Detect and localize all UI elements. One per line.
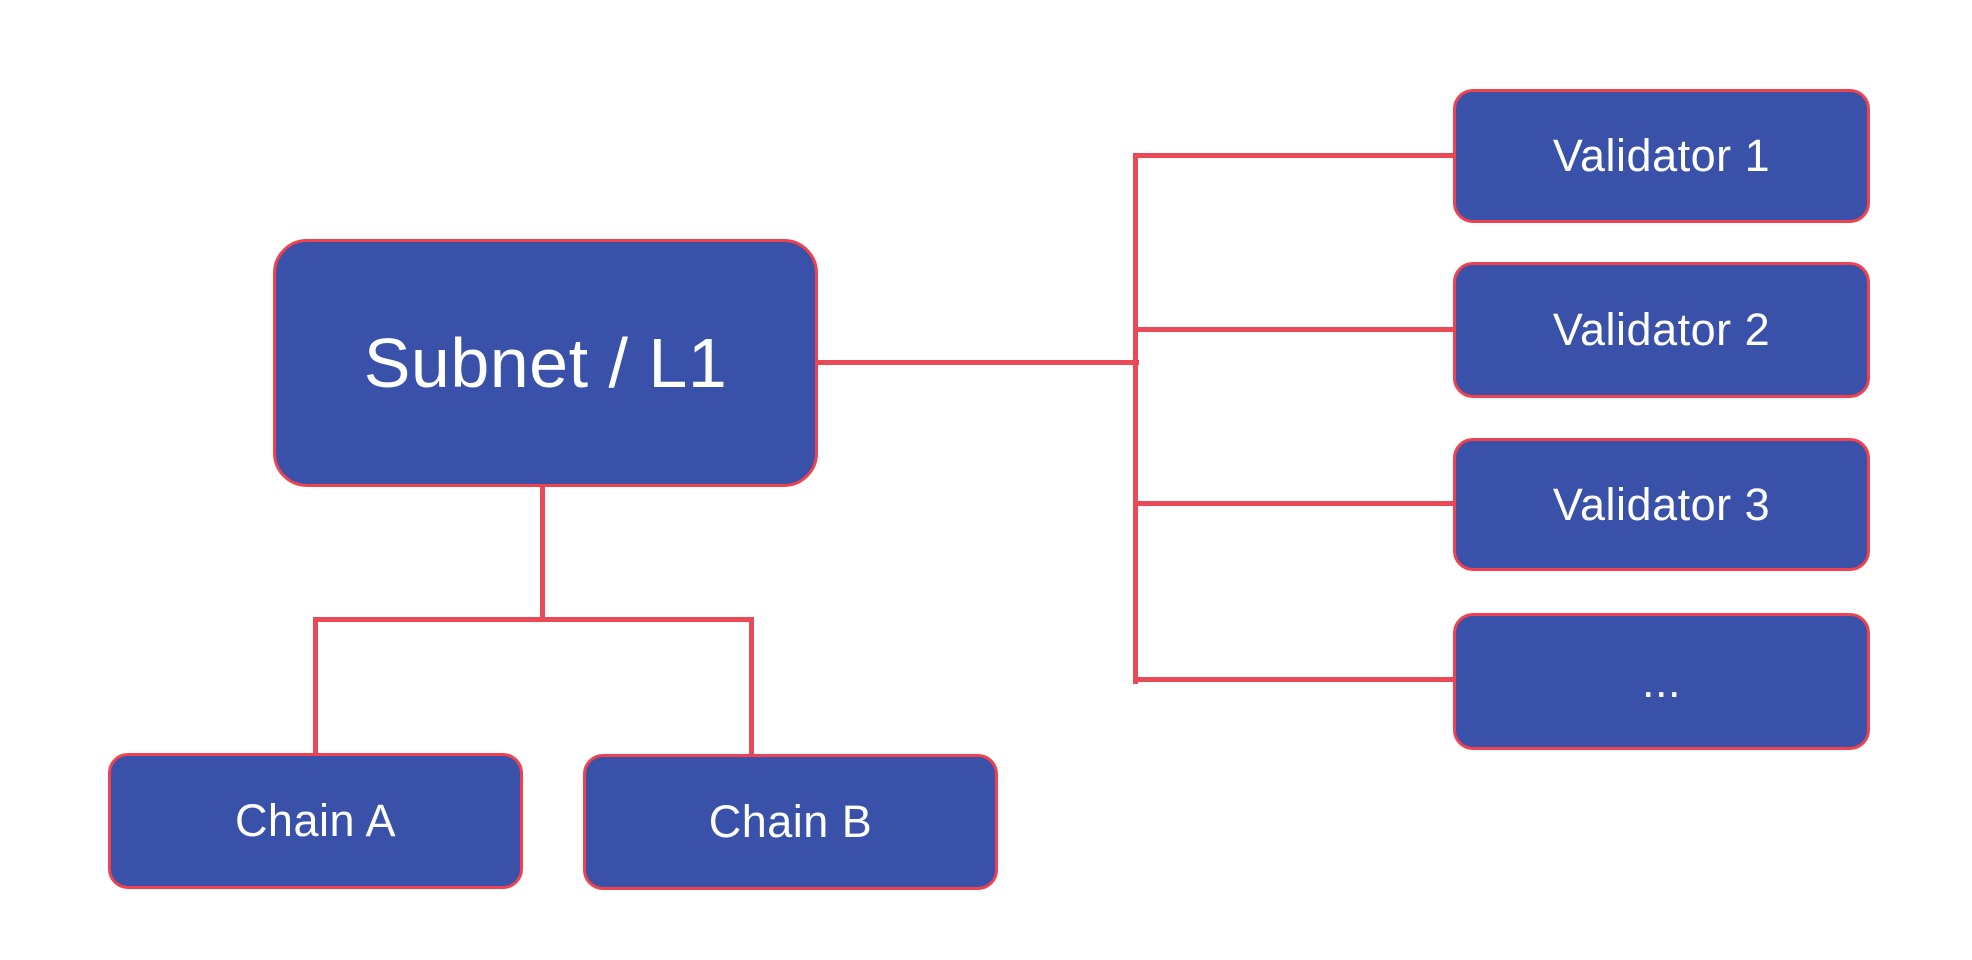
edge-to-chain-a [313,617,318,755]
subnet-l1-node: Subnet / L1 [273,239,818,487]
edge-subnet-stem [540,485,545,622]
edge-to-chain-b [749,617,754,756]
chain-b-label: Chain B [708,796,873,847]
validator-3-node: Validator 3 [1453,438,1870,571]
edge-trunk-to-more-validators [1133,677,1453,682]
validator-3-label: Validator 3 [1552,478,1771,530]
validator-2-label: Validator 2 [1552,304,1771,355]
edge-subnet-to-validator-trunk [816,360,1139,365]
chain-a-label: Chain A [234,795,397,846]
more-validators-label: ... [1641,655,1681,707]
chains-branch-bar [313,617,754,622]
validator-1-label: Validator 1 [1552,130,1771,181]
edge-trunk-to-validator-2 [1133,327,1453,332]
more-validators-node: ... [1453,613,1870,750]
chain-b-node: Chain B [583,754,998,890]
validator-2-node: Validator 2 [1453,262,1870,398]
validator-1-node: Validator 1 [1453,89,1870,223]
subnet-l1-label: Subnet / L1 [363,324,728,402]
chain-a-node: Chain A [108,753,523,889]
edge-trunk-to-validator-3 [1133,501,1453,506]
edge-trunk-to-validator-1 [1133,153,1453,158]
validator-trunk-line [1133,153,1138,684]
